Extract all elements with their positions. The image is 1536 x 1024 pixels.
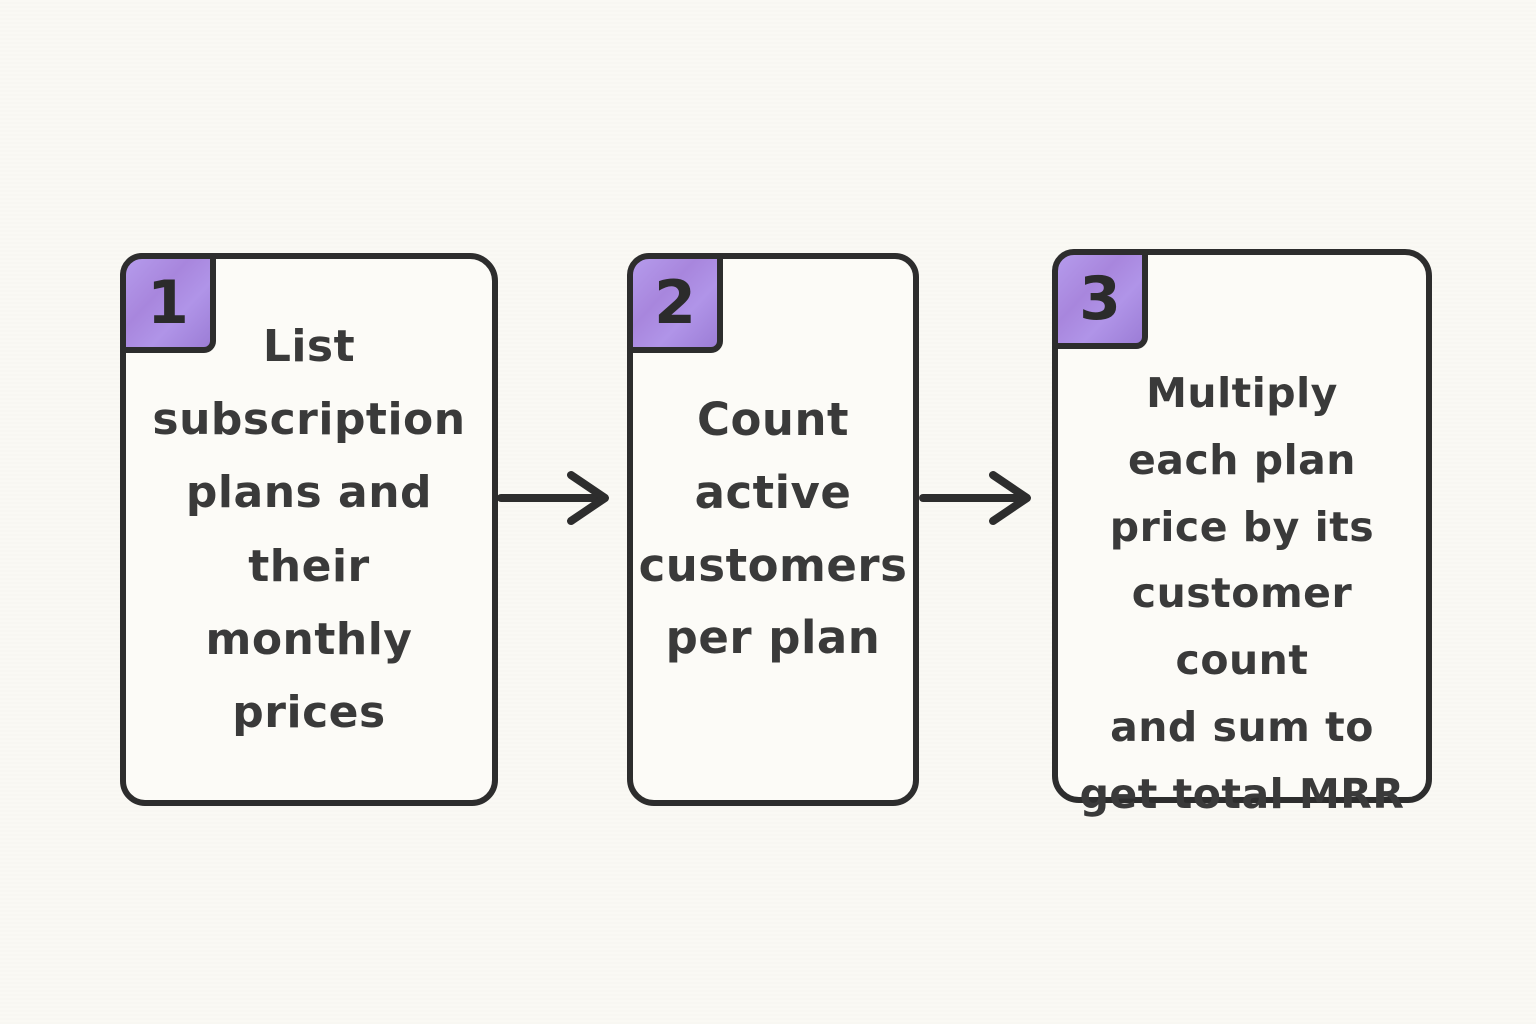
arrow-right-icon bbox=[919, 468, 1034, 532]
step-3-number-badge: 3 bbox=[1052, 249, 1148, 349]
step-2-number-badge: 2 bbox=[627, 253, 723, 353]
step-2-text: Count active customers per plan bbox=[638, 392, 908, 665]
step-1-text: List subscription plans and their monthl… bbox=[152, 321, 466, 738]
step-1-number-badge: 1 bbox=[120, 253, 216, 353]
step-card-1: 1 List subscription plans and their mont… bbox=[120, 253, 498, 806]
step-3-number: 3 bbox=[1079, 264, 1121, 334]
step-card-2: 2 Count active customers per plan bbox=[627, 253, 919, 806]
step-3-text: Multiply each plan price by its customer… bbox=[1079, 369, 1405, 818]
step-1-number: 1 bbox=[147, 268, 189, 338]
step-2-number: 2 bbox=[654, 268, 696, 338]
arrow-right-icon bbox=[497, 468, 612, 532]
step-card-3: 3 Multiply each plan price by its custom… bbox=[1052, 249, 1432, 818]
